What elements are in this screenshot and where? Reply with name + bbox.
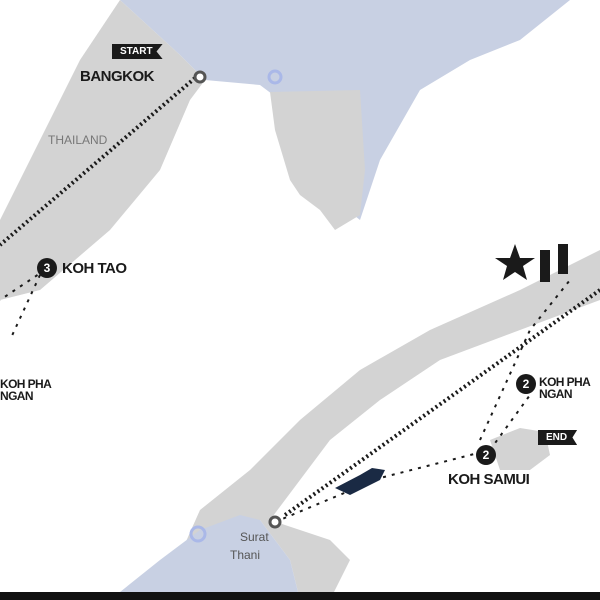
surat-thani-label-2: Thani (230, 548, 261, 562)
koh-pha-ngan-line1: KOH PHA (539, 375, 591, 389)
route-ferry-4 (0, 269, 46, 301)
route-ferry-5 (9, 274, 41, 341)
start-flag: START (112, 44, 163, 59)
sea-bay (110, 515, 300, 600)
koh-tao-badge: 3 (37, 258, 57, 278)
koh-samui-badge: 2 (476, 445, 496, 465)
pin-icon (267, 69, 283, 85)
koh-pha-ngan-label-left: KOH PHA NGAN (0, 377, 52, 403)
land-south (160, 250, 600, 600)
boat-icon (335, 468, 385, 495)
end-flag: END (538, 430, 578, 445)
route-ferry-3 (479, 279, 571, 441)
bottom-bar (0, 592, 600, 600)
koh-pha-ngan-line1: KOH PHA (0, 377, 52, 391)
country-label: THAILAND (48, 133, 108, 147)
koh-samui-label: KOH SAMUI (448, 471, 530, 488)
train-icon (558, 244, 568, 274)
bangkok-pin-icon[interactable] (193, 70, 207, 84)
pin-icon (189, 525, 207, 543)
surat-thani-pin-icon[interactable] (268, 515, 282, 529)
koh-pha-ngan-badge: 2 (516, 374, 536, 394)
land-west (0, 0, 205, 300)
route-ferry-2 (489, 394, 531, 451)
star-icon (495, 244, 535, 280)
koh-samui-island (490, 428, 550, 470)
route-ferry (274, 449, 491, 523)
land-peninsula (270, 90, 365, 230)
surat-thani-label-1: Surat (240, 530, 269, 544)
train-icon (540, 250, 550, 282)
koh-tao-label: KOH TAO (62, 260, 127, 277)
koh-pha-ngan-line2: NGAN (539, 387, 573, 401)
koh-pha-ngan-label: KOH PHA NGAN (539, 375, 591, 401)
koh-pha-ngan-line2: NGAN (0, 389, 34, 403)
bangkok-label: BANGKOK (80, 68, 155, 85)
